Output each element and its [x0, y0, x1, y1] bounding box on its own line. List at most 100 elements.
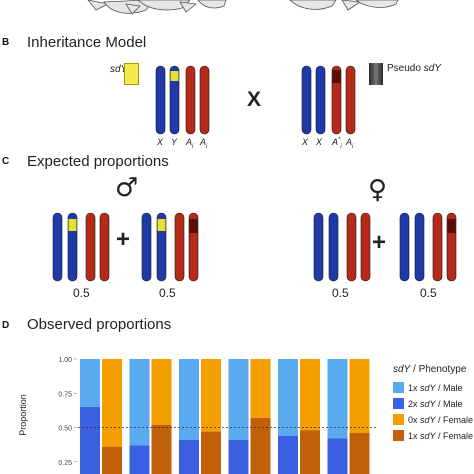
- chromosome-body: [52, 212, 63, 282]
- legend-swatch: [393, 414, 404, 425]
- chromosome-body: [346, 212, 357, 282]
- male-chr-label-2: Y: [171, 137, 178, 147]
- chromosome-body: [301, 65, 312, 135]
- sdY-band: [170, 71, 179, 81]
- female-chr-label-4: Ai: [346, 137, 354, 150]
- proportion-label-3: 0.5: [332, 286, 349, 300]
- male-genotype-2-chr-1: [141, 212, 152, 282]
- bar-male-2x-sdY: [179, 439, 199, 474]
- chromosome-body: [85, 212, 96, 282]
- chromosome-body: [141, 212, 152, 282]
- sdY-label: sdY: [110, 64, 128, 75]
- bar-male-1x-sdY: [278, 359, 298, 436]
- panel-c-title: Expected proportions: [27, 153, 169, 170]
- plus-sign-male: +: [116, 226, 131, 253]
- female-genotype-2-chr-3: [432, 212, 443, 282]
- pseudo-sdY-band: [447, 219, 456, 233]
- chromosome-X: [315, 65, 326, 135]
- female-genotype-1-chr-3: [346, 212, 357, 282]
- y-tick-label: 0.50: [58, 426, 72, 433]
- legend-swatch: [393, 398, 404, 409]
- chromosome-Ai-star: [331, 65, 342, 135]
- female-genotype-1-chr-4: [360, 212, 371, 282]
- female-symbol: ♀: [368, 175, 388, 205]
- male-symbol: ♂: [115, 173, 139, 203]
- panel-b-letter: B: [2, 37, 10, 48]
- pseudo-sdY-swatch: [369, 63, 383, 85]
- chromosome-body: [185, 65, 196, 135]
- y-tick-label: 0.25: [58, 460, 72, 467]
- panel-b-title: Inheritance Model: [27, 34, 147, 51]
- chromosome-body: [328, 212, 339, 282]
- chromosome-body: [174, 212, 185, 282]
- bar-female-1x-sdY: [349, 432, 370, 474]
- male-genotype-1-chr-4: [99, 212, 110, 282]
- chromosome-body: [315, 65, 326, 135]
- male-chr-label-4: Ai: [200, 137, 208, 150]
- legend-label: 1x sdY / Male: [408, 383, 463, 393]
- female-chr-label-1: X: [302, 137, 309, 147]
- bar-female-0x-sdY: [349, 359, 370, 433]
- bar-female-0x-sdY: [250, 359, 271, 418]
- bar-male-1x-sdY: [327, 359, 348, 439]
- chromosome-body: [414, 212, 425, 282]
- female-genotype-2-chr-2: [414, 212, 425, 282]
- male-genotype-1-chr-3: [85, 212, 96, 282]
- chromosome-body: [399, 212, 410, 282]
- bar-female-0x-sdY: [201, 359, 221, 432]
- proportion-label-2: 0.5: [159, 286, 176, 300]
- proportion-label-4: 0.5: [420, 286, 437, 300]
- bar-female-1x-sdY: [201, 431, 221, 474]
- bar-male-2x-sdY: [228, 439, 249, 474]
- y-tick-label: 1.00: [58, 357, 72, 364]
- bar-male-1x-sdY: [80, 359, 100, 407]
- legend-label: 2x sdY / Male: [408, 399, 463, 409]
- female-chr-label-3: A*i: [332, 137, 342, 150]
- proportion-label-1: 0.5: [73, 286, 90, 300]
- panel-c-letter: C: [2, 156, 10, 167]
- female-genotype-1-chr-2: [328, 212, 339, 282]
- plus-sign-female: +: [372, 229, 387, 256]
- bar-male-2x-sdY: [327, 438, 348, 474]
- sdY-gene-swatch: [124, 63, 139, 85]
- bar-female-0x-sdY: [102, 359, 122, 447]
- male-chr-label-3: Ai: [186, 137, 194, 150]
- bar-male-1x-sdY: [179, 359, 199, 440]
- bar-male-1x-sdY: [129, 359, 150, 446]
- chromosome-body: [360, 212, 371, 282]
- female-chr-label-2: X: [316, 137, 323, 147]
- bar-female-1x-sdY: [151, 424, 172, 474]
- legend-title: sdY / Phenotype: [393, 364, 467, 375]
- male-genotype-1-chr-1: [52, 212, 63, 282]
- pseudo-sdY-band: [332, 70, 341, 83]
- bar-female-1x-sdY: [300, 430, 320, 474]
- panel-d-letter: D: [2, 320, 10, 331]
- panel-d-title: Observed proportions: [27, 316, 172, 333]
- chromosome-X: [155, 65, 166, 135]
- chromosome-Ai: [185, 65, 196, 135]
- bar-female-1x-sdY: [102, 446, 122, 474]
- pseudo-sdY-band: [189, 219, 198, 233]
- bar-male-2x-sdY: [80, 406, 100, 474]
- pseudo-sdY-label: Pseudo sdY: [387, 63, 441, 74]
- male-genotype-2-chr-4: [188, 212, 199, 282]
- chromosome-body: [432, 212, 443, 282]
- chromosome-body: [99, 212, 110, 282]
- bar-male-2x-sdY: [278, 435, 298, 474]
- bar-male-2x-sdY: [129, 445, 150, 474]
- cross-symbol: X: [247, 88, 262, 111]
- male-genotype-1-chr-2: [67, 212, 78, 282]
- sdY-band: [68, 219, 77, 231]
- male-genotype-2-chr-2: [156, 212, 167, 282]
- legend-label: 0x sdY / Female: [408, 415, 474, 425]
- chromosome-Ai: [345, 65, 356, 135]
- chromosome-X: [301, 65, 312, 135]
- bar-female-0x-sdY: [300, 359, 320, 431]
- legend-label: 1x sdY / Female: [408, 431, 474, 441]
- bar-female-0x-sdY: [151, 359, 172, 425]
- bar-female-1x-sdY: [250, 417, 271, 474]
- male-genotype-2-chr-3: [174, 212, 185, 282]
